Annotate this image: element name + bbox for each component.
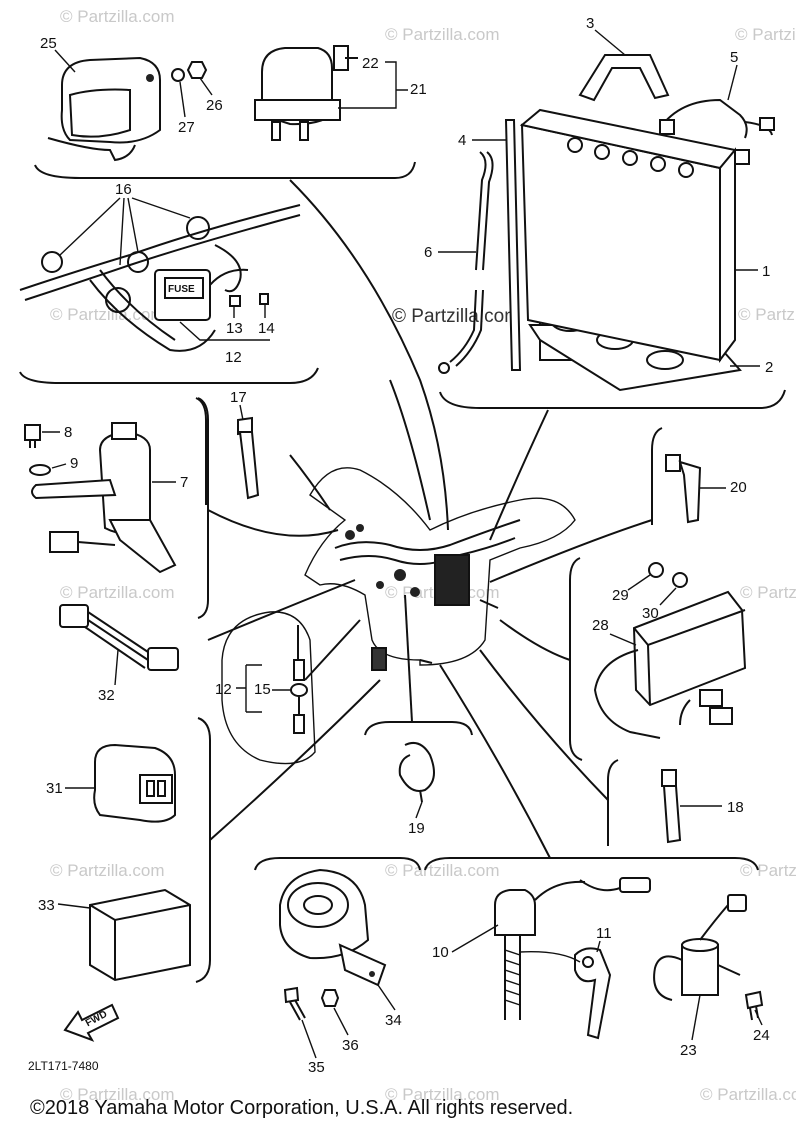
battery: [438, 54, 775, 392]
fuse-box: FUSE: [154, 268, 269, 321]
outline-19: [364, 721, 473, 736]
callout-33: 33: [38, 897, 55, 914]
callout-16: 16: [115, 181, 132, 198]
callout-1: 1: [762, 263, 770, 280]
callout-14: 14: [258, 320, 275, 337]
wire-bands: [19, 204, 301, 352]
fwd-arrow: FWD: [63, 1003, 120, 1042]
callout-22: 22: [362, 55, 379, 72]
callout-8: 8: [64, 424, 72, 441]
outline-relay-group: [195, 717, 211, 983]
callout-2: 2: [765, 359, 773, 376]
callout-12: 12: [215, 681, 232, 698]
outline-switch-group: [424, 857, 759, 871]
callout-9: 9: [70, 455, 78, 472]
callout-17: 17: [230, 389, 247, 406]
callout-7: 7: [180, 474, 188, 491]
watermark: © Partzilla.com: [50, 861, 165, 880]
watermark: © Partzilla.com: [700, 1085, 796, 1104]
callout-36: 36: [342, 1037, 359, 1054]
callout-32: 32: [98, 687, 115, 704]
nut-washer: [171, 61, 208, 82]
callouts: 25 26 27 22 21 3 5 4 6 1 2 16 13 14: [38, 15, 773, 1076]
callout-24: 24: [753, 1027, 770, 1044]
callout-6: 6: [424, 244, 432, 261]
callout-34: 34: [385, 1012, 402, 1029]
cable-tie-20: [665, 454, 702, 524]
watermark: © Partzilla.com: [385, 25, 500, 44]
callout-31: 31: [46, 780, 63, 797]
outline-battery-group: [439, 389, 786, 409]
callout-15: 15: [254, 681, 271, 698]
main-switch: [24, 422, 177, 574]
callout-13: 13: [226, 320, 243, 337]
cable-tie-17: [237, 416, 260, 500]
callout-11: 11: [596, 925, 612, 942]
watermark: © Partzilla.com: [738, 305, 796, 324]
callout-28: 28: [592, 617, 609, 634]
callout-4: 4: [458, 132, 466, 149]
outline-15: [221, 611, 316, 765]
watermark: © Partzilla.com: [50, 305, 165, 324]
ignition-coil: [47, 56, 161, 162]
starter-relay: [254, 45, 358, 141]
clamp: [398, 742, 435, 803]
horn: [279, 868, 387, 1021]
watermark: © Partzilla.com: [735, 25, 796, 44]
neutral-switch: [494, 877, 651, 1040]
center-watermark: © Partzilla.com: [392, 306, 520, 327]
wire-connector: [59, 604, 179, 671]
outline-fuse-group: [19, 367, 319, 384]
callout-29: 29: [612, 587, 629, 604]
callout-21: 21: [410, 81, 427, 98]
callout-3: 3: [586, 15, 594, 32]
callout-5: 5: [730, 49, 738, 66]
callout-25: 25: [40, 35, 57, 52]
callout-27: 27: [178, 119, 195, 136]
diagram-code: 2LT171-7480: [28, 1059, 99, 1073]
callout-35: 35: [308, 1059, 325, 1076]
cdi-unit: [593, 562, 747, 739]
cable-tie-18: [661, 769, 682, 844]
flasher-relay: [93, 743, 176, 823]
outline-18: [607, 759, 619, 846]
watermark: © Partzilla.com: [385, 861, 500, 880]
outline-horn-group: [254, 857, 421, 871]
leader-lines: [207, 179, 653, 859]
callout-26: 26: [206, 97, 223, 114]
callout-30: 30: [642, 605, 659, 622]
fuse-holder: [290, 625, 308, 734]
fuse-label: FUSE: [168, 284, 195, 295]
watermark: © Partzilla.com: [740, 861, 796, 880]
watermark: © Partzilla.com: [740, 583, 796, 602]
callout-18: 18: [727, 799, 744, 816]
callout-20: 20: [730, 479, 747, 496]
control-unit: [89, 888, 191, 982]
watermark: © Partzilla.com: [385, 1085, 500, 1104]
watermark: © Partzilla.com: [60, 583, 175, 602]
callout-10: 10: [432, 944, 449, 961]
copyright-notice: ©2018 Yamaha Motor Corporation, U.S.A. A…: [30, 1097, 573, 1119]
outline-20: [651, 427, 663, 525]
watermark: © Partzilla.com: [60, 1085, 175, 1104]
watermark: © Partzilla.com: [60, 7, 175, 26]
outline-17: [195, 397, 207, 505]
callout-12-top: 12: [225, 349, 242, 366]
outline-top-left: [34, 161, 416, 179]
callout-19: 19: [408, 820, 425, 837]
outline-cdi-group: [569, 557, 583, 761]
condenser: [653, 894, 764, 1021]
callout-23: 23: [680, 1042, 697, 1059]
frame-harness: [304, 467, 576, 671]
